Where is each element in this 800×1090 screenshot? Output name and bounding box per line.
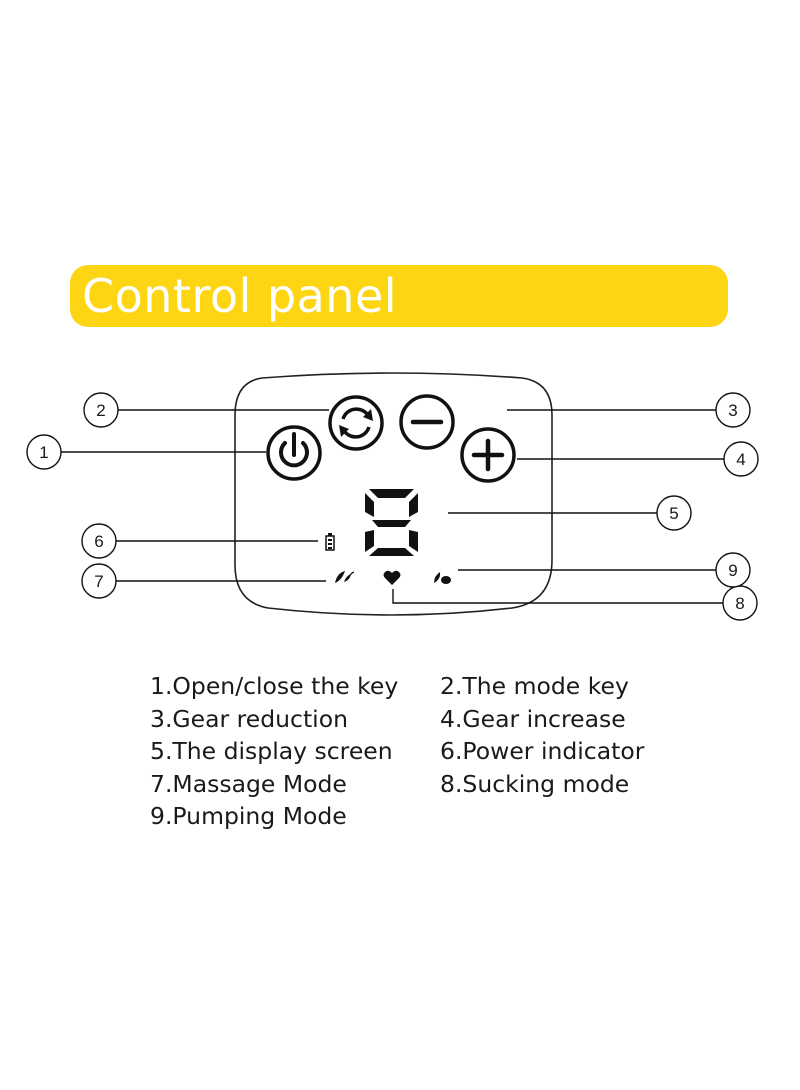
segment-bottom-right xyxy=(409,530,418,552)
legend-item-9: 9.Pumping Mode xyxy=(150,802,347,830)
legend-item-3: 3.Gear reduction xyxy=(150,704,348,733)
svg-text:2: 2 xyxy=(96,401,105,420)
callout-5: 5 xyxy=(656,495,692,531)
refresh-icon xyxy=(339,407,373,439)
plus-icon xyxy=(471,438,505,472)
leader-lines xyxy=(61,409,724,604)
legend: 1.Open/close the key 2.The mode key 3.Ge… xyxy=(150,670,710,833)
svg-text:8: 8 xyxy=(735,594,744,613)
svg-text:4: 4 xyxy=(736,450,745,469)
legend-row: 7.Massage Mode 8.Sucking mode xyxy=(150,768,710,801)
legend-item-6: 6.Power indicator xyxy=(440,737,645,765)
segment-bottom-left xyxy=(365,530,374,552)
segment-middle xyxy=(372,520,411,527)
svg-text:6: 6 xyxy=(94,532,103,551)
segment-bottom xyxy=(369,548,414,556)
legend-row: 9.Pumping Mode xyxy=(150,800,710,833)
callout-2: 2 xyxy=(83,392,119,428)
callout-9: 9 xyxy=(715,552,751,588)
mode-button[interactable] xyxy=(328,395,384,451)
legend-item-7: 7.Massage Mode xyxy=(150,769,347,798)
callout-3: 3 xyxy=(715,392,751,428)
svg-text:7: 7 xyxy=(94,572,103,591)
control-panel-outline xyxy=(234,372,553,616)
svg-text:9: 9 xyxy=(728,561,737,580)
title-banner: Control panel xyxy=(70,265,728,327)
minus-button[interactable] xyxy=(399,394,455,450)
page-title: Control panel xyxy=(82,269,398,323)
callout-4: 4 xyxy=(723,441,759,477)
segment-top xyxy=(369,489,414,498)
legend-item-8: 8.Sucking mode xyxy=(440,769,630,798)
svg-text:3: 3 xyxy=(728,401,737,420)
legend-row: 3.Gear reduction 4.Gear increase xyxy=(150,703,710,736)
svg-text:5: 5 xyxy=(669,504,678,523)
heart-icon xyxy=(383,570,401,585)
legend-row: 5.The display screen 6.Power indicator xyxy=(150,735,710,768)
callout-1: 1 xyxy=(26,434,62,470)
callout-7: 7 xyxy=(81,563,117,599)
legend-item-5: 5.The display screen xyxy=(150,737,393,765)
pumping-mode-icon xyxy=(434,572,451,584)
legend-item-4: 4.Gear increase xyxy=(440,704,626,733)
svg-text:1: 1 xyxy=(39,443,48,462)
legend-item-1: 1.Open/close the key xyxy=(150,672,399,700)
callout-6: 6 xyxy=(81,523,117,559)
segment-top-right xyxy=(409,493,418,517)
battery-icon xyxy=(325,533,335,551)
legend-item-2: 2.The mode key xyxy=(440,672,629,700)
callout-8: 8 xyxy=(722,585,758,621)
plus-button[interactable] xyxy=(460,427,516,483)
power-button[interactable] xyxy=(266,425,322,481)
display-screen xyxy=(365,489,418,556)
segment-top-left xyxy=(365,493,374,517)
legend-row: 1.Open/close the key 2.The mode key xyxy=(150,670,710,703)
power-icon xyxy=(279,432,309,468)
massage-mode-icon xyxy=(335,571,355,583)
